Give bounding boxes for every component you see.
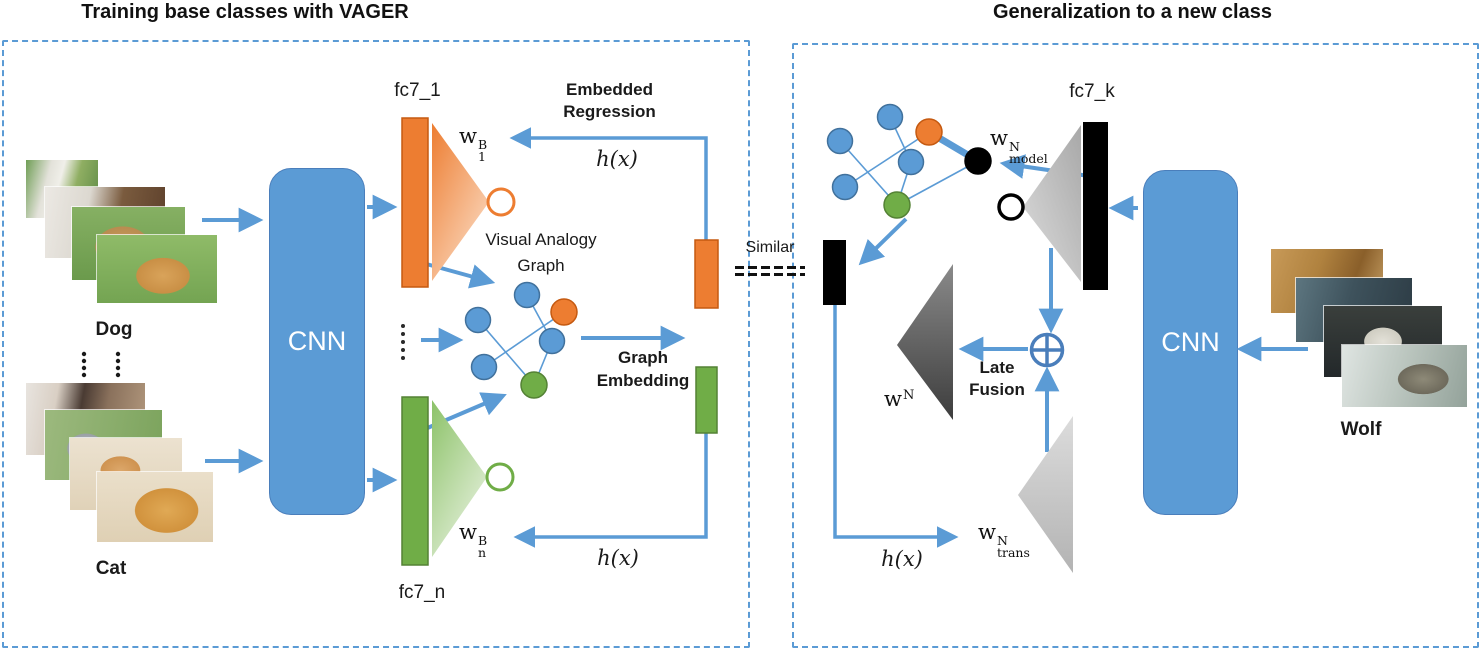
left-panel-title: Training base classes with VAGER [81, 1, 409, 23]
cnn-label-right: CNN [1161, 327, 1220, 357]
cat-image-4 [97, 472, 213, 542]
fc7-n-output-node [485, 462, 515, 492]
graph-node-blue [876, 103, 904, 131]
right-panel-border [792, 43, 1479, 648]
graph-node-black-wmodel [964, 147, 992, 175]
late-fusion-plus-icon [1029, 332, 1065, 368]
wolf-class-label: Wolf [1340, 419, 1382, 440]
hx-label-right: h(x) [881, 547, 923, 571]
dog-image-4 [97, 235, 217, 303]
similar-equals-row-1 [735, 266, 805, 269]
fc7-n-triangle [432, 400, 487, 557]
embedding-vector-green [695, 366, 718, 434]
embedded-regression-arrow [509, 127, 708, 240]
graph-node-blue [897, 148, 925, 176]
graph-node-green [520, 371, 548, 399]
embedding-vector-orange [694, 239, 719, 309]
graph-node-blue [513, 281, 541, 309]
cnn-block-left: CNN [269, 168, 365, 515]
left-flow-arrows [202, 194, 686, 493]
graph-embedding-return-arrow [513, 433, 708, 548]
fc7-k-triangle [1023, 125, 1081, 282]
fc7-1-output-node [486, 187, 516, 217]
left-panel-border [2, 40, 750, 648]
graph-embedding-label: Graph Embedding [596, 348, 690, 390]
graph-node-blue [826, 127, 854, 155]
wN-label: wN [884, 387, 915, 412]
graph-node-orange [915, 118, 943, 146]
hx-label-top: h(x) [596, 147, 638, 171]
visual-analogy-graph-left [464, 281, 578, 399]
fc7-1-label: fc7_1 [394, 80, 441, 101]
new-class-embedding-bar [823, 240, 846, 305]
wolf-image-4 [1342, 345, 1467, 407]
graph-node-orange [550, 298, 578, 326]
graph-node-blue [464, 306, 492, 334]
similar-equals-row-2 [735, 273, 805, 276]
visual-analogy-graph-label: Visual Analogy Graph [485, 230, 597, 275]
late-fusion-label: Late Fusion [969, 358, 1025, 399]
embedded-regression-label: Embedded Regression [563, 80, 656, 121]
graph-node-blue [831, 173, 859, 201]
cnn-label-left: CNN [287, 326, 347, 356]
class-ellipsis-dots [81, 351, 121, 378]
fc7-k-label: fc7_k [1069, 81, 1115, 102]
hx-label-bottom: h(x) [597, 546, 639, 570]
graph-node-blue [470, 353, 498, 381]
fc7-1-bar [401, 117, 429, 288]
graph-node-blue [538, 327, 566, 355]
fc7-k-output-node [997, 193, 1025, 221]
fc7-k-bar [1083, 122, 1108, 290]
fc7-n-label: fc7_n [398, 582, 446, 603]
cat-class-label: Cat [95, 558, 127, 579]
wN-triangle [897, 264, 953, 420]
fc7-dots [401, 324, 405, 360]
cnn-block-right: CNN [1143, 170, 1238, 515]
right-panel-title: Generalization to a new class [993, 1, 1272, 23]
wtrans-triangle [1018, 416, 1073, 573]
similar-label: Similar [745, 239, 795, 256]
graph-node-green [883, 191, 911, 219]
fc7-1-triangle [432, 123, 489, 281]
visual-analogy-graph-right [826, 103, 992, 219]
hx-path-right [833, 305, 959, 548]
fc7-n-bar [401, 396, 429, 566]
dog-class-label: Dog [95, 319, 133, 340]
